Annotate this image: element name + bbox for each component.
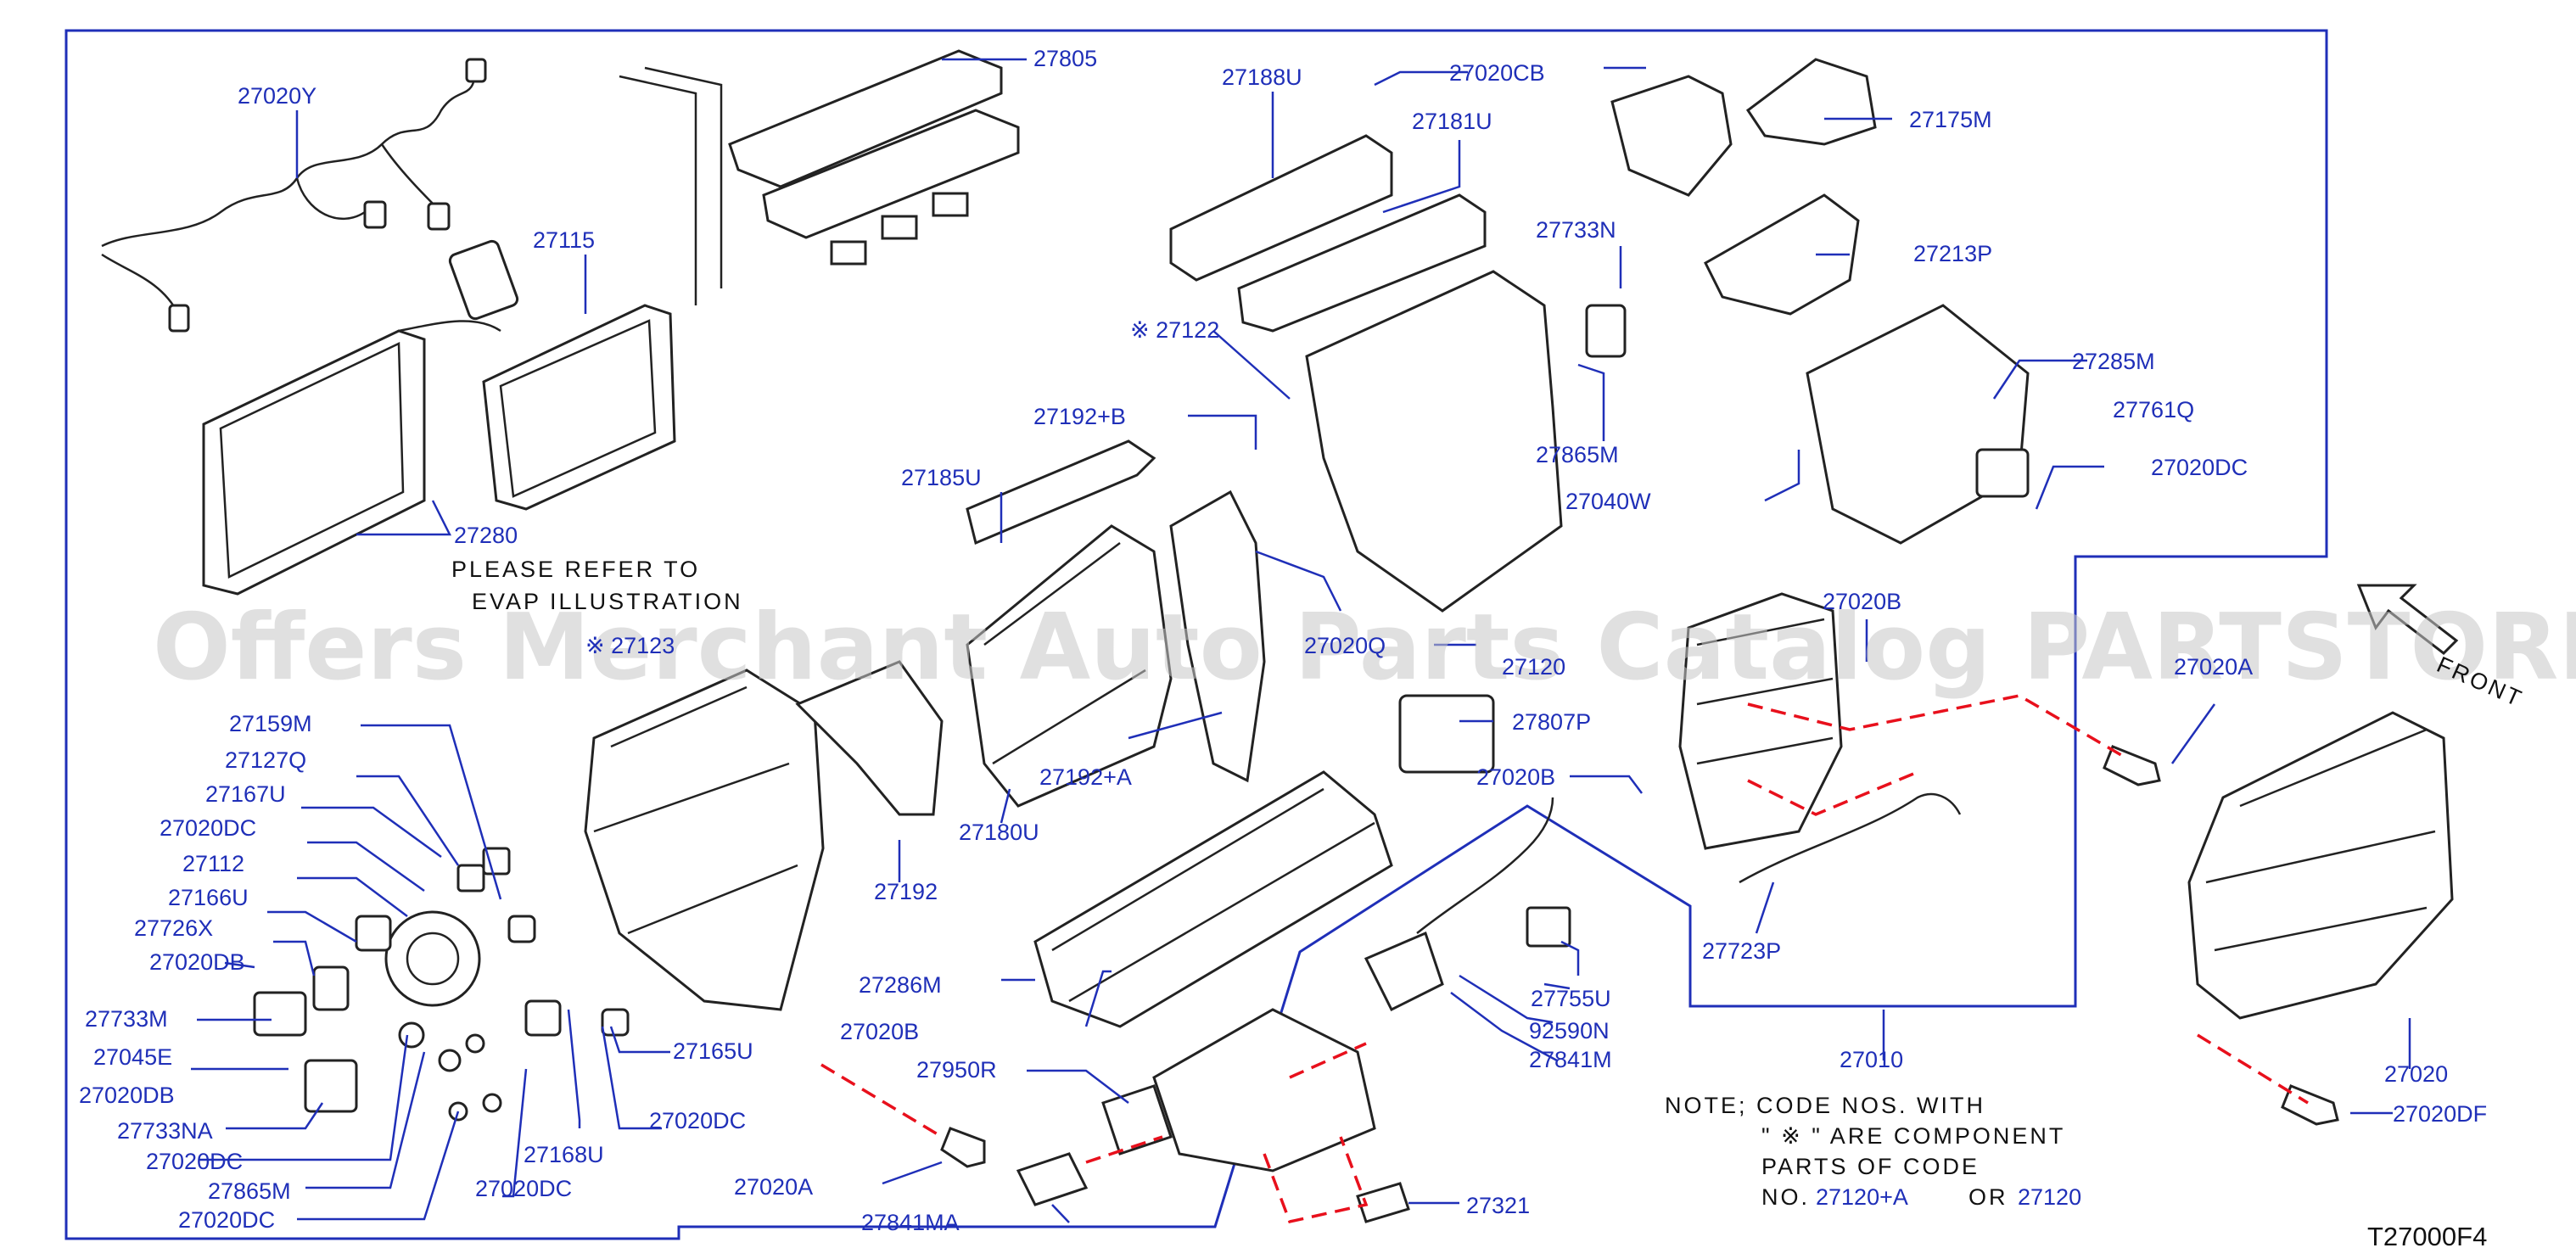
tray-drawing bbox=[1033, 770, 1393, 1028]
component-note: NOTE; CODE NOS. WITH " ※ " ARE COMPONENT… bbox=[1665, 1093, 2081, 1210]
label-27188u[interactable]: 27188U bbox=[1222, 64, 1302, 90]
label-27020b-bottom[interactable]: 27020B bbox=[840, 1019, 919, 1044]
refer-note-line-1: PLEASE REFER TO bbox=[451, 557, 700, 582]
left-case-drawing bbox=[584, 660, 944, 1011]
label-27020dc-l1[interactable]: 27020DC bbox=[160, 815, 256, 841]
actuator-drawings bbox=[253, 847, 630, 1122]
note-code-a[interactable]: 27120+A bbox=[1816, 1184, 1908, 1210]
label-27020cb[interactable]: 27020CB bbox=[1449, 60, 1545, 86]
label-27761q[interactable]: 27761Q bbox=[2113, 397, 2194, 422]
diagram-frame bbox=[64, 29, 2328, 1240]
label-27020b-mid[interactable]: 27020B bbox=[1823, 589, 1901, 614]
label-27280[interactable]: 27280 bbox=[454, 523, 518, 548]
label-27733n[interactable]: 27733N bbox=[1536, 217, 1616, 243]
label-27167u[interactable]: 27167U bbox=[205, 781, 286, 807]
note-line-2: " ※ " ARE COMPONENT bbox=[1761, 1123, 2065, 1149]
label-27841ma[interactable]: 27841MA bbox=[861, 1210, 960, 1235]
label-27755u[interactable]: 27755U bbox=[1531, 986, 1611, 1011]
label-27175m[interactable]: 27175M bbox=[1909, 107, 1992, 132]
label-27020[interactable]: 27020 bbox=[2384, 1061, 2448, 1087]
lower-duct-drawing bbox=[1016, 694, 1571, 1223]
evap-refer-note: PLEASE REFER TO EVAP ILLUSTRATION bbox=[451, 557, 743, 614]
label-27733m[interactable]: 27733M bbox=[85, 1006, 168, 1032]
label-27168u[interactable]: 27168U bbox=[524, 1142, 604, 1167]
front-arrow-icon bbox=[2356, 584, 2459, 655]
evaporator-drawing bbox=[202, 320, 501, 596]
refer-note-line-2: EVAP ILLUSTRATION bbox=[472, 589, 743, 614]
label-27180u[interactable]: 27180U bbox=[959, 820, 1039, 845]
heater-unit-drawing bbox=[1678, 592, 2454, 1020]
assembly-dashed-lines bbox=[820, 694, 2309, 1224]
label-92590n[interactable]: 92590N bbox=[1529, 1018, 1610, 1044]
label-27115[interactable]: 27115 bbox=[533, 227, 595, 253]
label-27181u[interactable]: 27181U bbox=[1412, 109, 1492, 134]
label-27122[interactable]: ※ 27122 bbox=[1130, 317, 1219, 343]
bolt-drawings bbox=[940, 745, 2339, 1168]
label-27841m[interactable]: 27841M bbox=[1529, 1047, 1612, 1072]
note-line-4-prefix: NO. bbox=[1761, 1184, 1810, 1210]
label-27807p[interactable]: 27807P bbox=[1512, 709, 1591, 735]
label-27020dc-l3[interactable]: 27020DC bbox=[475, 1176, 572, 1201]
note-line-1: NOTE; CODE NOS. WITH bbox=[1665, 1093, 1985, 1118]
label-27192b[interactable]: 27192+B bbox=[1033, 404, 1126, 429]
label-27020b-lower[interactable]: 27020B bbox=[1476, 764, 1555, 790]
label-27192[interactable]: 27192 bbox=[874, 879, 938, 904]
label-27020db-1[interactable]: 27020DB bbox=[149, 949, 245, 975]
label-27120[interactable]: 27120 bbox=[1502, 654, 1565, 680]
wire-harness-drawing bbox=[101, 58, 487, 333]
leader-lines bbox=[191, 58, 2411, 1223]
label-27123[interactable]: ※ 27123 bbox=[585, 633, 675, 658]
label-27321[interactable]: 27321 bbox=[1466, 1193, 1530, 1218]
diagram-code: T27000F4 bbox=[2367, 1222, 2487, 1251]
label-27045e[interactable]: 27045E bbox=[93, 1044, 172, 1070]
label-27950r[interactable]: 27950R bbox=[916, 1057, 997, 1083]
filter-drawing bbox=[728, 49, 1020, 266]
label-27020dc-top[interactable]: 27020DC bbox=[2151, 455, 2248, 480]
label-27865m-top[interactable]: 27865M bbox=[1536, 442, 1619, 467]
watermark-text: Offers Merchant Auto Parts Catalog PARTS… bbox=[153, 595, 2576, 701]
label-27185u[interactable]: 27185U bbox=[901, 465, 982, 490]
label-27020dc-mid[interactable]: 27020DC bbox=[649, 1108, 746, 1133]
label-27286m[interactable]: 27286M bbox=[859, 972, 942, 998]
label-27285m[interactable]: 27285M bbox=[2072, 349, 2155, 374]
label-27112[interactable]: 27112 bbox=[182, 851, 244, 876]
label-27192a[interactable]: 27192+A bbox=[1039, 764, 1132, 790]
label-27010[interactable]: 27010 bbox=[1840, 1047, 1903, 1072]
label-27213p[interactable]: 27213P bbox=[1913, 241, 1992, 266]
label-27020a-bottom[interactable]: 27020A bbox=[734, 1174, 813, 1200]
upper-case-drawing bbox=[1169, 134, 1563, 613]
label-27020dc-l4[interactable]: 27020DC bbox=[178, 1207, 275, 1233]
part-labels: 27020Y 27115 27280 27805 27188U 27020CB … bbox=[79, 46, 2487, 1235]
label-27865m-bottom[interactable]: 27865M bbox=[208, 1178, 291, 1204]
label-27020q[interactable]: 27020Q bbox=[1304, 633, 1386, 658]
label-27020df[interactable]: 27020DF bbox=[2393, 1101, 2487, 1127]
label-27166u[interactable]: 27166U bbox=[168, 885, 249, 910]
label-27020y[interactable]: 27020Y bbox=[238, 83, 316, 109]
label-27733na[interactable]: 27733NA bbox=[117, 1118, 213, 1144]
label-27165u[interactable]: 27165U bbox=[673, 1038, 753, 1064]
label-27040w[interactable]: 27040W bbox=[1565, 489, 1651, 514]
label-27127q[interactable]: 27127Q bbox=[225, 747, 306, 773]
label-27723p[interactable]: 27723P bbox=[1702, 938, 1781, 964]
note-line-3: PARTS OF CODE bbox=[1761, 1154, 1980, 1179]
label-27020db-2[interactable]: 27020DB bbox=[79, 1083, 175, 1108]
heater-core-drawing bbox=[448, 66, 723, 511]
case-half-drawing bbox=[966, 439, 1266, 808]
label-27020dc-l2[interactable]: 27020DC bbox=[146, 1149, 243, 1174]
note-code-b[interactable]: 27120 bbox=[2018, 1184, 2081, 1210]
note-or: OR bbox=[1968, 1184, 2008, 1210]
duct-drawing bbox=[1585, 58, 2030, 545]
label-27805[interactable]: 27805 bbox=[1033, 46, 1097, 71]
label-27159m[interactable]: 27159M bbox=[229, 711, 312, 736]
label-27020a-right[interactable]: 27020A bbox=[2174, 654, 2253, 680]
label-27726x[interactable]: 27726X bbox=[134, 915, 213, 941]
